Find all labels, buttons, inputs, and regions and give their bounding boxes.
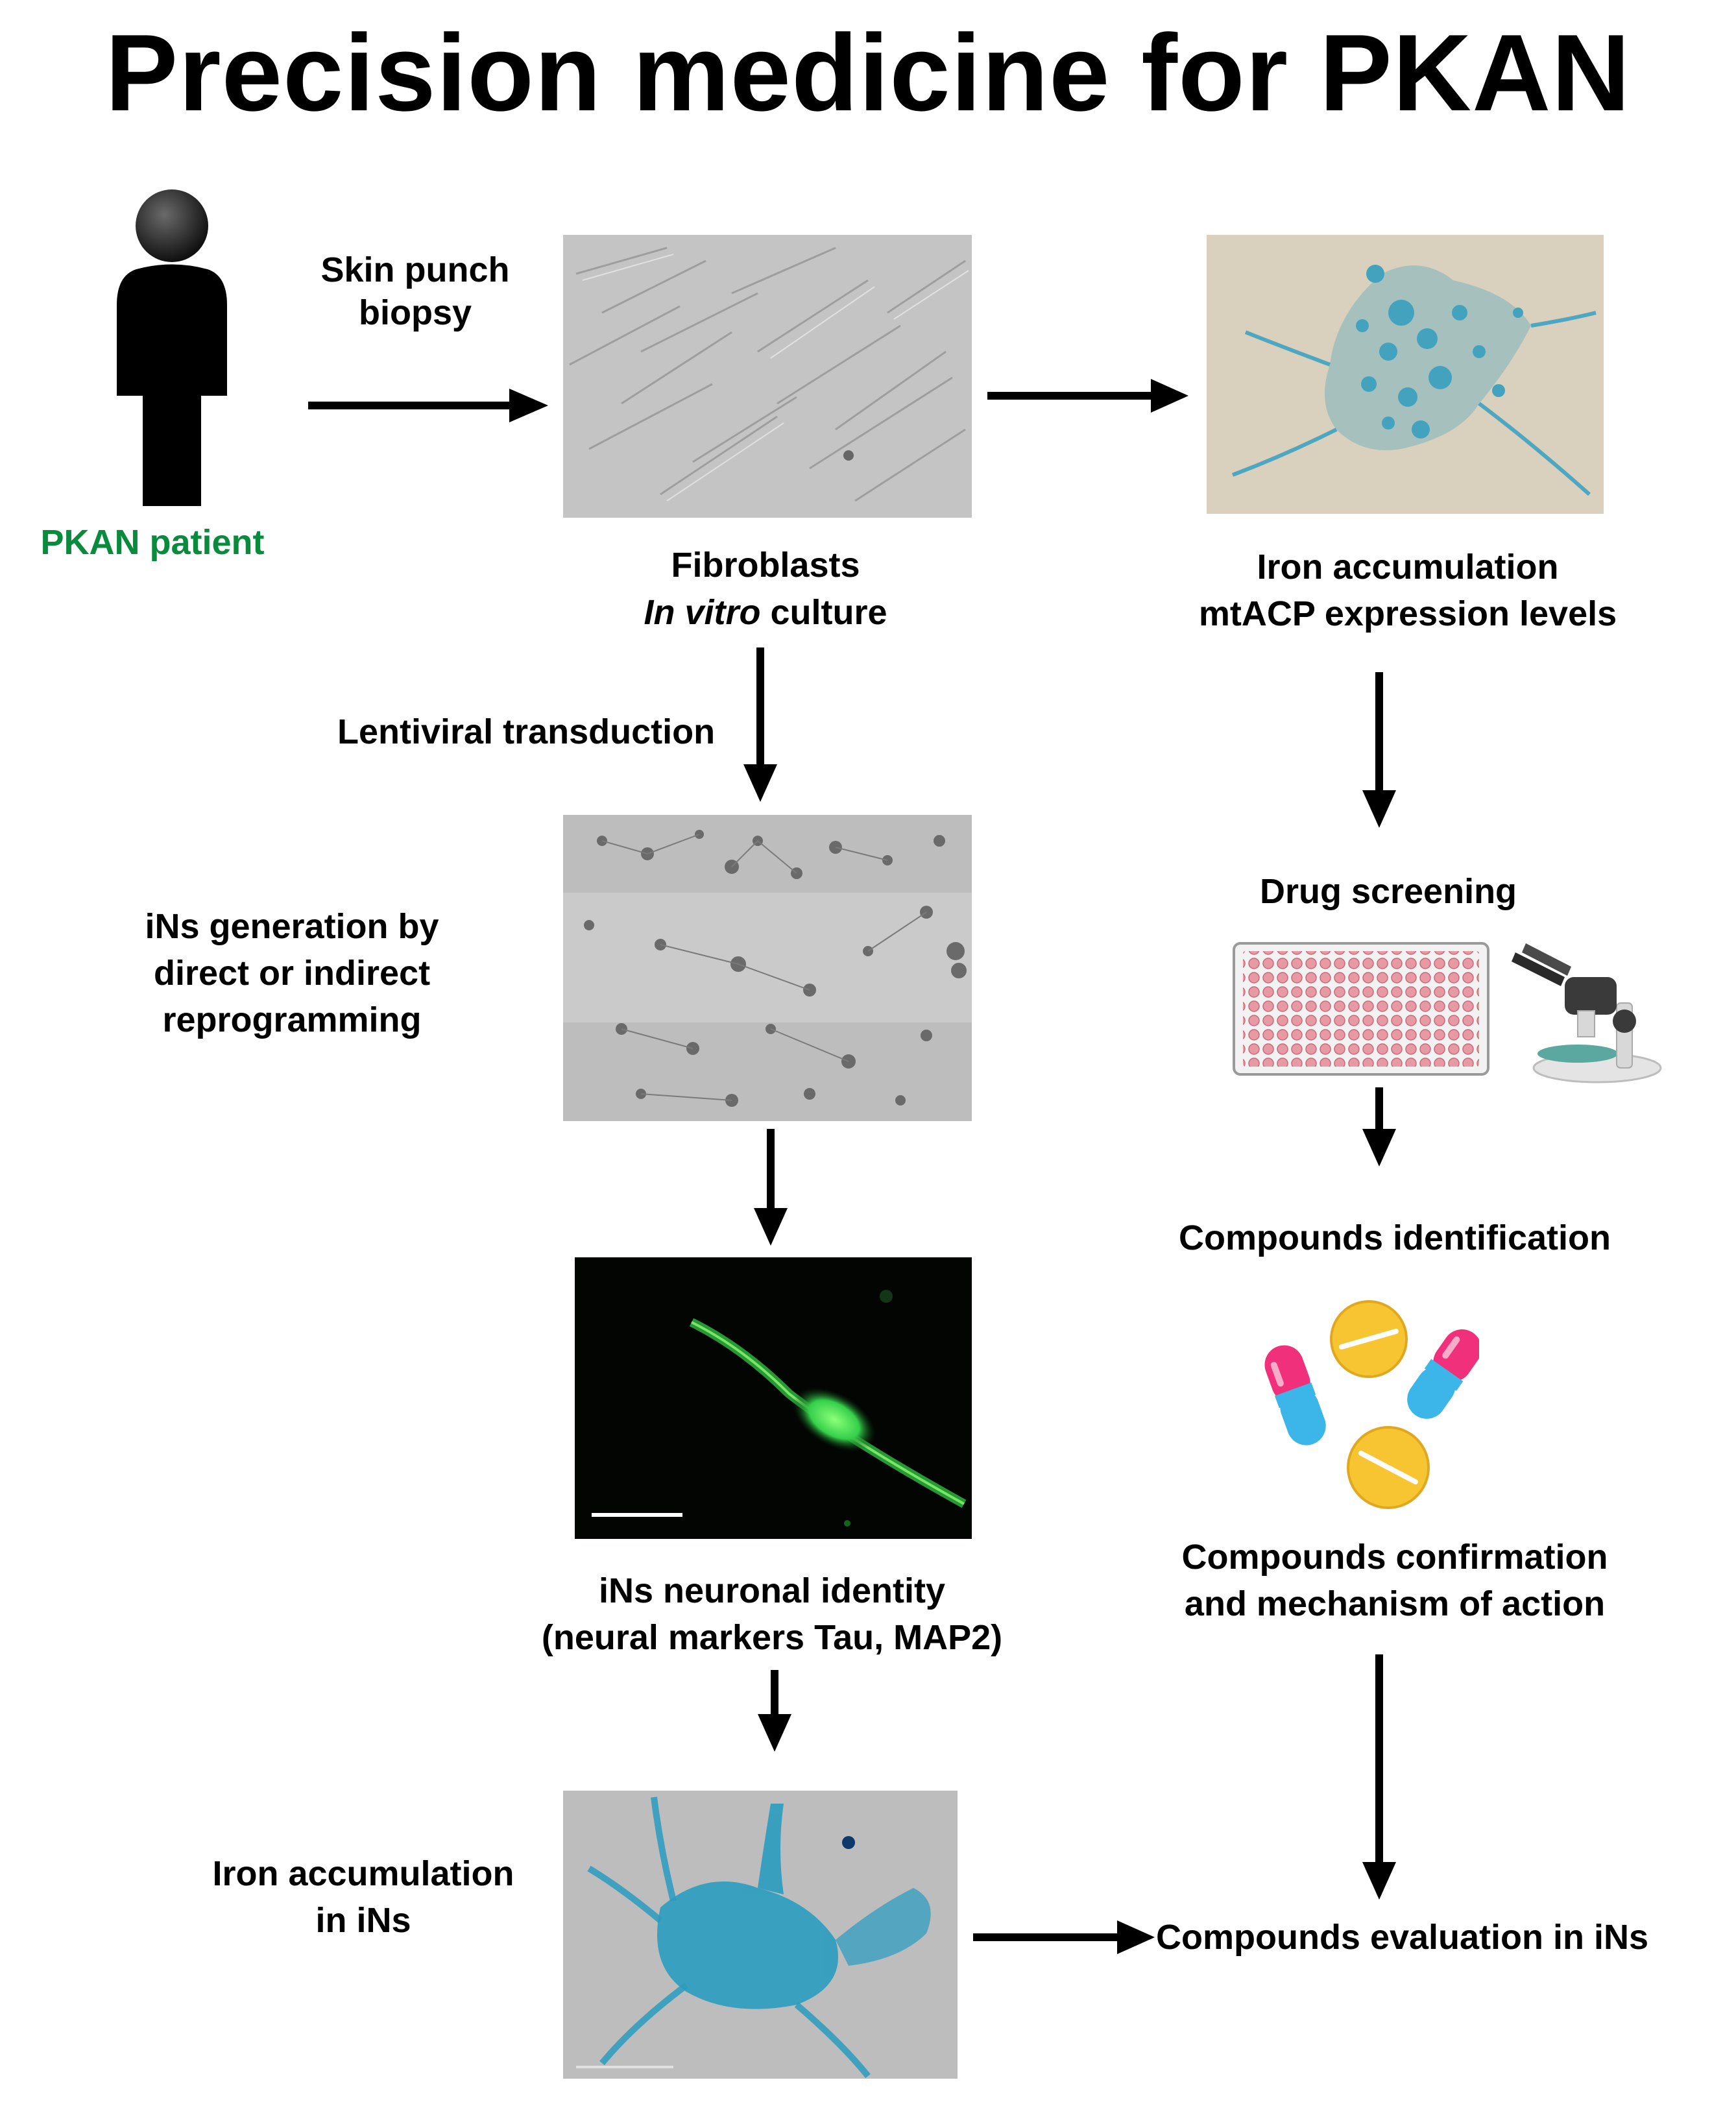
arrow-identity-down — [755, 1670, 794, 1752]
well-plate-icon — [1233, 942, 1489, 1076]
skin-biopsy-label-line2: biopsy — [358, 293, 472, 332]
ins-identity-label-line2: (neural markers Tau, MAP2) — [541, 1618, 1003, 1657]
compounds-evaluation-label: Compounds evaluation in iNs — [1156, 1918, 1649, 1957]
arrow-confirmation-to-evaluation — [1360, 1654, 1399, 1900]
iron-ins-micrograph — [563, 1791, 958, 2079]
iron-ins-label-line2: in iNs — [315, 1901, 411, 1940]
compounds-identification-label: Compounds identification — [1179, 1218, 1611, 1257]
fibroblasts-label-line2: In vitro culture — [532, 589, 999, 636]
arrow-screening-to-compounds — [1360, 1087, 1399, 1167]
iron-fibroblast-micrograph — [1207, 235, 1604, 514]
arrow-fibroblasts-down — [741, 647, 780, 802]
ins-generation-label-line1: iNs generation by — [145, 907, 439, 946]
lentiviral-label: Lentiviral transduction — [337, 712, 716, 751]
iron-ins-label-line1: Iron accumulation — [212, 1854, 514, 1893]
pills-icon — [1259, 1298, 1482, 1512]
compounds-confirmation-label-line1: Compounds confirmation — [1181, 1538, 1608, 1577]
culture-text: culture — [760, 593, 887, 632]
arrow-iron-ins-to-evaluation — [973, 1918, 1155, 1957]
in-vitro-text: In vitro — [644, 593, 761, 632]
neuron-gfp-micrograph — [575, 1257, 972, 1539]
iron-fibroblast-label-line1: Iron accumulation — [1257, 548, 1559, 586]
ins-generation-label-line2: direct or indirect — [153, 954, 431, 993]
iron-fibroblast-label-line2: mtACP expression levels — [1198, 594, 1617, 633]
skin-biopsy-label-line1: Skin punch — [320, 250, 510, 289]
arrow-fibroblasts-to-iron — [987, 376, 1188, 415]
page-title: Precision medicine for PKAN — [105, 12, 1631, 134]
microscope-icon — [1506, 938, 1662, 1085]
compounds-confirmation-label-line2: and mechanism of action — [1184, 1584, 1606, 1623]
ins-identity-label-line1: iNs neuronal identity — [598, 1571, 946, 1610]
arrow-reprogramming-down — [751, 1129, 790, 1246]
ins-generation-label-line3: reprogramming — [162, 1000, 422, 1039]
fibroblasts-micrograph — [563, 235, 972, 518]
patient-label: PKAN patient — [40, 523, 265, 562]
reprogramming-micrograph — [563, 815, 972, 1121]
arrow-iron-to-screening — [1360, 672, 1399, 828]
drug-screening-label: Drug screening — [1259, 872, 1517, 911]
fibroblasts-label-line1: Fibroblasts — [671, 546, 860, 585]
person-icon — [110, 188, 234, 513]
arrow-patient-to-fibroblasts — [308, 386, 548, 425]
